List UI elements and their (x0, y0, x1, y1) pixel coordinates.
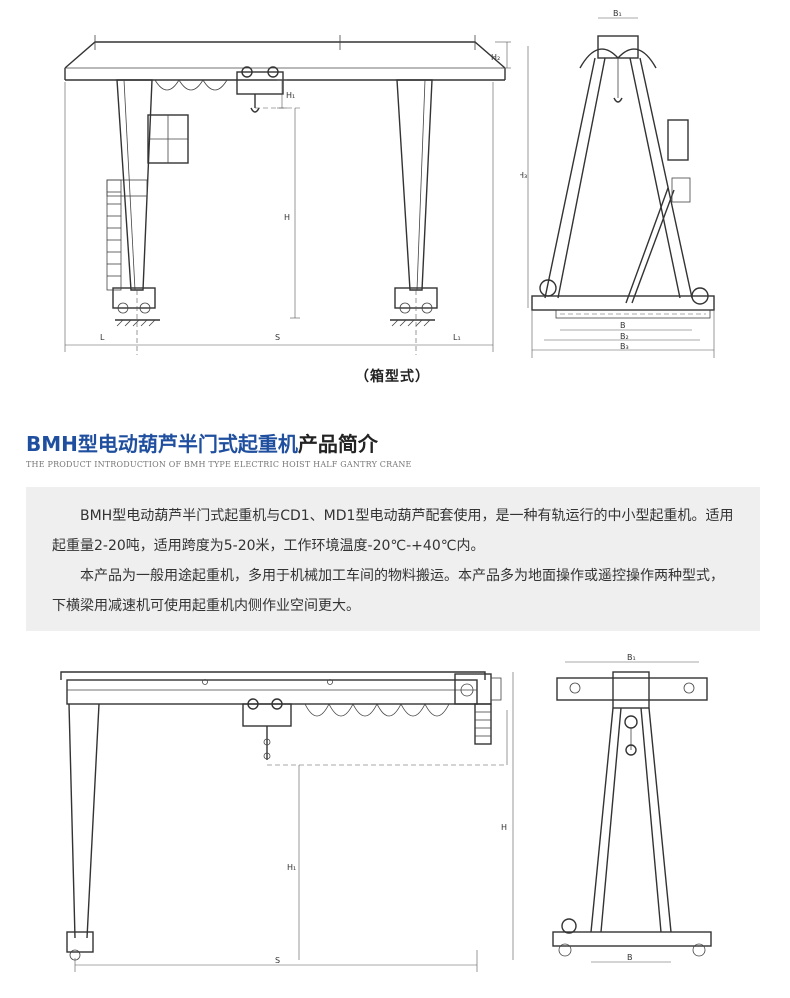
dim-bottom-b1-label: B₁ (627, 653, 636, 662)
section-title: BMH型电动葫芦半门式起重机产品简介 (26, 428, 378, 457)
bottom-side-view-drawing: B₁ B (552, 653, 712, 963)
dim-bottom-h-label: H (501, 823, 507, 832)
dim-b3-label: B₃ (620, 342, 629, 351)
description-paragraph-2: 本产品为一般用途起重机，多用于机械加工车间的物料搬运。本产品多为地面操作或遥控操… (52, 568, 724, 614)
dim-b2-label: B₂ (620, 332, 629, 341)
dim-b-label: B (620, 321, 626, 330)
description-box: BMH型电动葫芦半门式起重机与CD1、MD1型电动葫芦配套使用，是一种有轨运行的… (26, 487, 760, 631)
dim-b1-label: B₁ (613, 9, 622, 18)
dim-bottom-s-label: S (275, 956, 280, 965)
top-front-view-drawing: H₁ H H₂ L S L₁ (64, 35, 511, 355)
top-side-view-drawing: B₁ H₃ B B₂ B₃ (520, 9, 715, 358)
dim-h1-label: H₁ (286, 91, 295, 100)
figure-caption: （箱型式） (355, 369, 430, 385)
bottom-front-view-drawing: H₁ H S (60, 671, 514, 972)
dim-bottom-h1-label: H₁ (287, 863, 296, 872)
dim-h3-label: H₃ (520, 171, 527, 180)
dim-bottom-b-label: B (627, 953, 633, 962)
description-paragraph-1: BMH型电动葫芦半门式起重机与CD1、MD1型电动葫芦配套使用，是一种有轨运行的… (52, 508, 734, 554)
dim-h-label: H (284, 213, 290, 222)
dim-l1-label: L₁ (453, 333, 461, 342)
section-subtitle: THE PRODUCT INTRODUCTION OF BMH TYPE ELE… (26, 460, 412, 469)
dim-l-label: L (100, 333, 105, 342)
section-title-highlight: BMH型电动葫芦半门式起重机 (26, 432, 298, 456)
section-title-suffix: 产品简介 (297, 432, 378, 456)
dim-s-label: S (275, 333, 280, 342)
dim-h2-label: H₂ (491, 53, 500, 62)
